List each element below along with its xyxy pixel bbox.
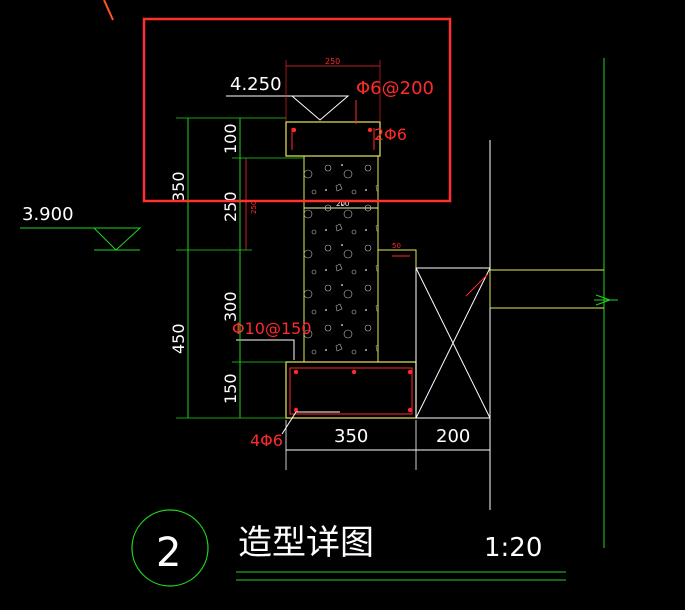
rebar-dot	[407, 369, 413, 375]
elevation-top-label: 4.250	[230, 74, 282, 95]
right-slab-rebar	[465, 273, 489, 297]
rebar-top-stirrup-label: Φ6@200	[356, 78, 434, 99]
rebar-bottom-leader	[281, 411, 297, 435]
elevation-slab-label: 3.900	[22, 204, 74, 225]
detail-scale: 1:20	[484, 533, 542, 563]
rebar-dot	[291, 127, 297, 133]
rebar-dot	[351, 369, 357, 375]
bottom-beam	[285, 361, 417, 419]
rebar-mid-leader	[236, 339, 295, 360]
detail-title: 造型详图	[238, 523, 374, 563]
rebar-dot	[367, 127, 373, 133]
dim-250-inner: 250	[250, 201, 258, 214]
detail-number: 2	[156, 530, 181, 576]
dim-small-right: 50	[392, 242, 401, 250]
hollow-box-diag2	[415, 267, 491, 419]
elevation-top-triangle	[290, 95, 350, 121]
column-lower	[303, 207, 379, 363]
dim-top-width: 250	[325, 57, 340, 66]
rebar-bottom-bars-label: 4Φ6	[250, 431, 283, 450]
step-outline	[378, 249, 417, 362]
right-axis-arrow	[595, 294, 612, 306]
dim-100: 100	[221, 123, 240, 154]
highlight-box	[142, 17, 452, 203]
dim-mid-width: 200	[336, 200, 349, 208]
dim-350-bottom: 350	[334, 426, 368, 447]
bottom-stirrup	[289, 367, 413, 415]
dim-450: 450	[169, 323, 188, 354]
corner-mark	[103, 0, 114, 21]
rebar-dot	[407, 407, 413, 413]
dim-300: 300	[221, 291, 240, 322]
dim-200-bottom: 200	[436, 426, 470, 447]
dim-350-vertical: 350	[169, 171, 188, 202]
rebar-dot	[293, 369, 299, 375]
dim-250: 250	[221, 191, 240, 222]
detail-number-circle	[131, 509, 209, 587]
hollow-box	[415, 267, 491, 419]
column-upper	[303, 155, 379, 209]
rebar-top-bars-label: 2Φ6	[374, 125, 407, 144]
top-beam	[285, 121, 381, 157]
rebar-dot	[293, 407, 299, 413]
dim-150: 150	[221, 373, 240, 404]
elevation-slab-triangle	[92, 227, 142, 251]
rebar-mid-stirrup-label: Φ10@150	[232, 319, 312, 338]
